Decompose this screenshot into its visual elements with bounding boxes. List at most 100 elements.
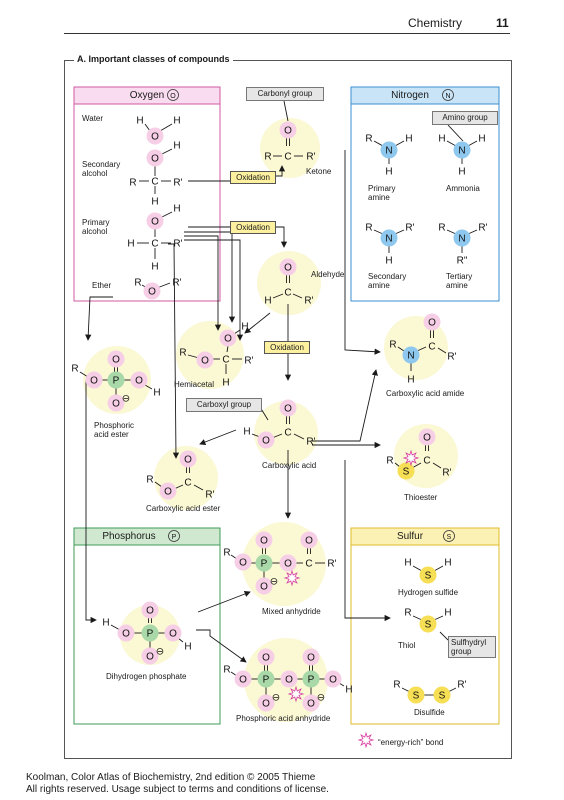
bond [467, 140, 478, 147]
pamine-n: N [385, 146, 392, 157]
hemiacetal-o1: O [224, 334, 232, 345]
bond [272, 293, 284, 299]
ether-r: R [134, 278, 141, 289]
dhp-o3-bg [164, 624, 182, 642]
dhp-h2: H [184, 642, 191, 653]
ammonia-n: N [458, 146, 465, 157]
oxidation-to-aldehyde [274, 226, 288, 248]
bond [193, 484, 204, 491]
manh-o5: O [305, 536, 313, 547]
pamine-h2: H [385, 167, 392, 178]
amide-o-bg [423, 313, 441, 331]
dhp-o2: O [122, 629, 130, 640]
sec-alc-o: O [151, 154, 159, 165]
aldehyde-o-bg [279, 258, 297, 276]
ketone-o-bg [279, 121, 297, 139]
panh-o6: O [329, 675, 337, 686]
label-mixed-anhydride: Mixed anhydride [262, 607, 321, 616]
panh-o2: O [262, 653, 270, 664]
amide-c: C [428, 342, 435, 353]
phosphorus-title: Phosphorus [102, 531, 156, 542]
nitrogen-title: Nitrogen [391, 90, 429, 101]
label-water: Water [82, 114, 104, 123]
label-carboxylic-acid: Carboxylic acid [262, 461, 317, 470]
amide-o: O [428, 318, 436, 329]
hemiacetal-r: R [179, 348, 186, 359]
bond [467, 229, 478, 235]
ether-to-phosphoric-ester [85, 296, 113, 341]
manh-p-bg [255, 554, 273, 572]
h2s-s: S [425, 571, 432, 582]
manh-o3-bg [279, 554, 297, 572]
bond [397, 346, 405, 352]
tamine-n-bg [453, 229, 471, 247]
acid-o2: O [262, 436, 270, 447]
bond [373, 140, 384, 147]
phosphorus-symbol-badge [168, 530, 180, 542]
panh-o1-bg [234, 670, 252, 688]
ammonia-h1: H [438, 134, 445, 145]
h2s-s-bg [419, 566, 437, 584]
bond [144, 384, 153, 390]
pester-o1: O [90, 376, 98, 387]
tamine-n: N [458, 234, 465, 245]
alcohol-to-ester [168, 243, 180, 459]
pester-o4-bg [107, 394, 125, 412]
ester-r: R [146, 475, 153, 486]
panh-o4-bg [257, 694, 275, 712]
hemiacetal-h: H [241, 322, 248, 333]
sulfur-symbol-badge [443, 530, 455, 542]
samine-r: R [365, 223, 372, 234]
bond [446, 229, 457, 235]
panh-p1-bg [257, 670, 275, 688]
panh-o7-bg [302, 694, 320, 712]
manh-o2: O [260, 536, 268, 547]
acid-o2-bg [257, 431, 275, 449]
sulfur-title: Sulfur [396, 531, 424, 542]
disulfide-s1: S [413, 691, 420, 702]
amide-h: H [407, 375, 414, 386]
dhp-o1: O [146, 606, 154, 617]
bond [373, 229, 384, 235]
book-section-title: Chemistry [408, 16, 463, 30]
phosphate-to-phosphoanhydride [196, 629, 247, 663]
pamine-n-bg [380, 141, 398, 159]
manh-o2-bg [255, 531, 273, 549]
oxygen-symbol: O [170, 93, 176, 100]
oxygen-title-band [74, 87, 220, 104]
ether-r1: R' [172, 278, 181, 289]
dhp-o2-bg [117, 624, 135, 642]
pester-p-bg [107, 371, 125, 389]
manh-o4-bg [255, 577, 273, 595]
thiol-s-bg [419, 615, 437, 633]
dhp-minus: ⊖ [156, 647, 164, 658]
thioester-o: O [423, 433, 431, 444]
ester-o1-bg [179, 450, 197, 468]
bond [159, 123, 173, 132]
amine-to-amide [344, 150, 381, 355]
panh-o5-bg [302, 648, 320, 666]
panh-h: H [345, 685, 352, 696]
bond [433, 615, 444, 621]
pester-p: P [113, 376, 120, 387]
samine-n-bg [380, 229, 398, 247]
panh-o6-bg [324, 670, 342, 688]
energy-rich-star-phosphoanhydride [287, 685, 305, 703]
panh-r: R [223, 665, 230, 676]
label-secondary-alcohol: Secondary alcohol [82, 160, 121, 178]
oxygen-group-box [73, 86, 221, 302]
dhp-p-bg [141, 624, 159, 642]
thiol-r: R [404, 608, 411, 619]
manh-r: R [223, 548, 230, 559]
oxygen-symbol-badge [167, 89, 179, 101]
manh-o1: O [239, 558, 247, 569]
bond [412, 565, 423, 572]
acid-o1-bg [279, 399, 297, 417]
disulfide-r: R [393, 680, 400, 691]
panh-o4: O [262, 699, 270, 710]
ketone-r: R [264, 152, 271, 163]
callout-carbonyl-group: Carbonyl group [246, 87, 324, 101]
hemiacetal-h2: H [222, 378, 229, 389]
aldehyde-o: O [284, 263, 292, 274]
amide-halo [384, 316, 448, 380]
